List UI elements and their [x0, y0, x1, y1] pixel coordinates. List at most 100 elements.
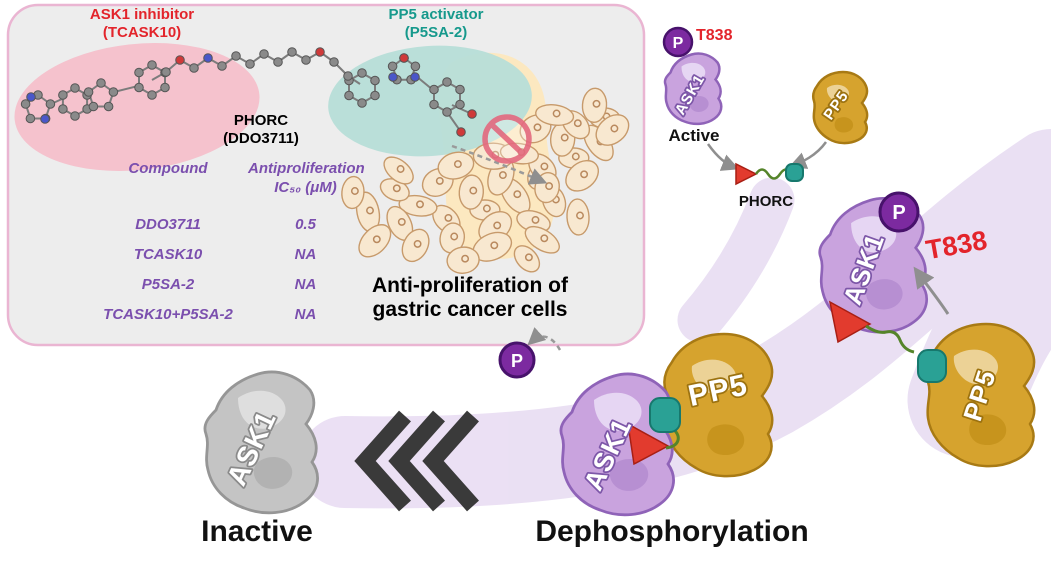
active-label: Active — [668, 126, 719, 145]
atom-ball — [70, 111, 80, 121]
atom-ball — [175, 55, 185, 65]
atom-ball — [455, 84, 465, 95]
chevron-icon — [422, 410, 479, 512]
cell-nucleus — [366, 206, 374, 215]
atom-ball — [189, 63, 199, 73]
atom-ball — [429, 84, 439, 95]
atom-ball — [96, 78, 106, 88]
atom-ball — [329, 57, 339, 67]
atom-ball — [410, 72, 420, 82]
cell-nucleus — [372, 235, 381, 244]
cancer-cell — [458, 174, 485, 210]
atom-ball — [134, 82, 144, 93]
cell-nucleus — [592, 99, 601, 108]
atom-ball — [388, 72, 398, 82]
atom-ball — [103, 101, 114, 112]
prohibition-icon — [482, 114, 532, 164]
cell-nucleus — [350, 187, 359, 195]
cell-nucleus — [450, 232, 459, 241]
cell-nucleus — [397, 217, 406, 226]
cell-nucleus — [453, 160, 462, 169]
cancer-cell — [401, 228, 430, 263]
atom-ball — [357, 98, 367, 108]
atom-ball — [442, 107, 452, 117]
atom-ball — [83, 87, 94, 97]
linker-right — [865, 324, 915, 354]
cell-nucleus — [469, 186, 478, 195]
atom-ball — [20, 99, 31, 109]
pp5-complex-blob — [663, 332, 774, 478]
chevron-icon — [388, 410, 445, 512]
cell-nucleus — [580, 170, 589, 179]
dephosphorylation-label: Dephosphorylation — [535, 515, 808, 548]
cancer-cell — [446, 246, 480, 274]
phorc-cartoon — [735, 162, 804, 186]
cancer-cell — [595, 114, 630, 146]
activator-highlight-ellipse — [328, 45, 532, 157]
cell-nucleus — [490, 241, 499, 250]
cancer-cell — [439, 222, 466, 254]
cancer-cell — [341, 175, 365, 210]
inhibitor-wedge-phospho — [828, 300, 872, 344]
atom-ball — [160, 82, 170, 93]
phosphate-small-label: P — [673, 35, 684, 52]
atom-ball — [147, 90, 157, 100]
cancer-cell — [358, 224, 392, 258]
ask1-active-blob — [663, 52, 723, 126]
cell-nucleus — [571, 152, 580, 161]
atom-ball — [58, 104, 68, 114]
cancer-cell — [398, 194, 438, 217]
cell-nucleus — [493, 221, 502, 230]
t838-small-label: T838 — [696, 27, 733, 44]
ask1-complex-blob — [559, 372, 675, 517]
inactive-label: Inactive — [201, 515, 313, 548]
atom-ball — [370, 75, 380, 86]
atom-ball — [245, 59, 255, 69]
atom-ball — [344, 90, 354, 101]
atom-ball — [217, 61, 227, 71]
cell-nucleus — [573, 119, 582, 128]
cancer-cell — [524, 225, 560, 254]
cancer-cell — [581, 87, 608, 123]
inhibitor-wedge-icon — [735, 162, 758, 186]
atom-ball — [456, 127, 466, 137]
cell-nucleus — [435, 176, 444, 185]
atom-ball — [231, 51, 241, 61]
ask1-inactive-blob — [203, 370, 319, 515]
atom-ball — [442, 77, 452, 87]
atom-ball — [287, 47, 297, 57]
cancer-cell — [513, 245, 541, 273]
atom-ball — [455, 99, 465, 110]
inhibitor-wedge-complex — [627, 422, 670, 466]
cell-nucleus — [610, 124, 619, 133]
atom-ball — [387, 61, 398, 72]
cell-nucleus — [524, 253, 533, 262]
atom-ball — [343, 71, 353, 81]
cancer-cell — [383, 156, 414, 185]
atom-ball — [429, 99, 439, 110]
cell-nucleus — [482, 204, 491, 213]
cell-nucleus — [552, 109, 561, 118]
atom-ball — [134, 67, 144, 78]
cell-nucleus — [461, 254, 470, 263]
atom-ball — [399, 53, 409, 63]
atom-ball — [357, 68, 367, 78]
atom-ball — [259, 49, 269, 59]
cell-nucleus — [545, 182, 554, 191]
atom-ball — [147, 60, 157, 70]
chevron-icon — [354, 410, 411, 512]
atom-ball — [161, 67, 171, 77]
atom-ball — [370, 90, 380, 101]
phorc-chemical-structure — [20, 47, 477, 137]
atom-ball — [203, 53, 213, 63]
atom-ball — [315, 47, 325, 57]
linker-icon — [754, 168, 789, 180]
cell-nucleus — [513, 190, 522, 199]
phosphate-release-arrow — [527, 327, 562, 351]
phosphate-large-circle — [878, 191, 920, 233]
atom-ball — [467, 109, 477, 119]
cell-nucleus — [533, 123, 542, 132]
ask1-to-phorc-arrow — [706, 143, 740, 171]
